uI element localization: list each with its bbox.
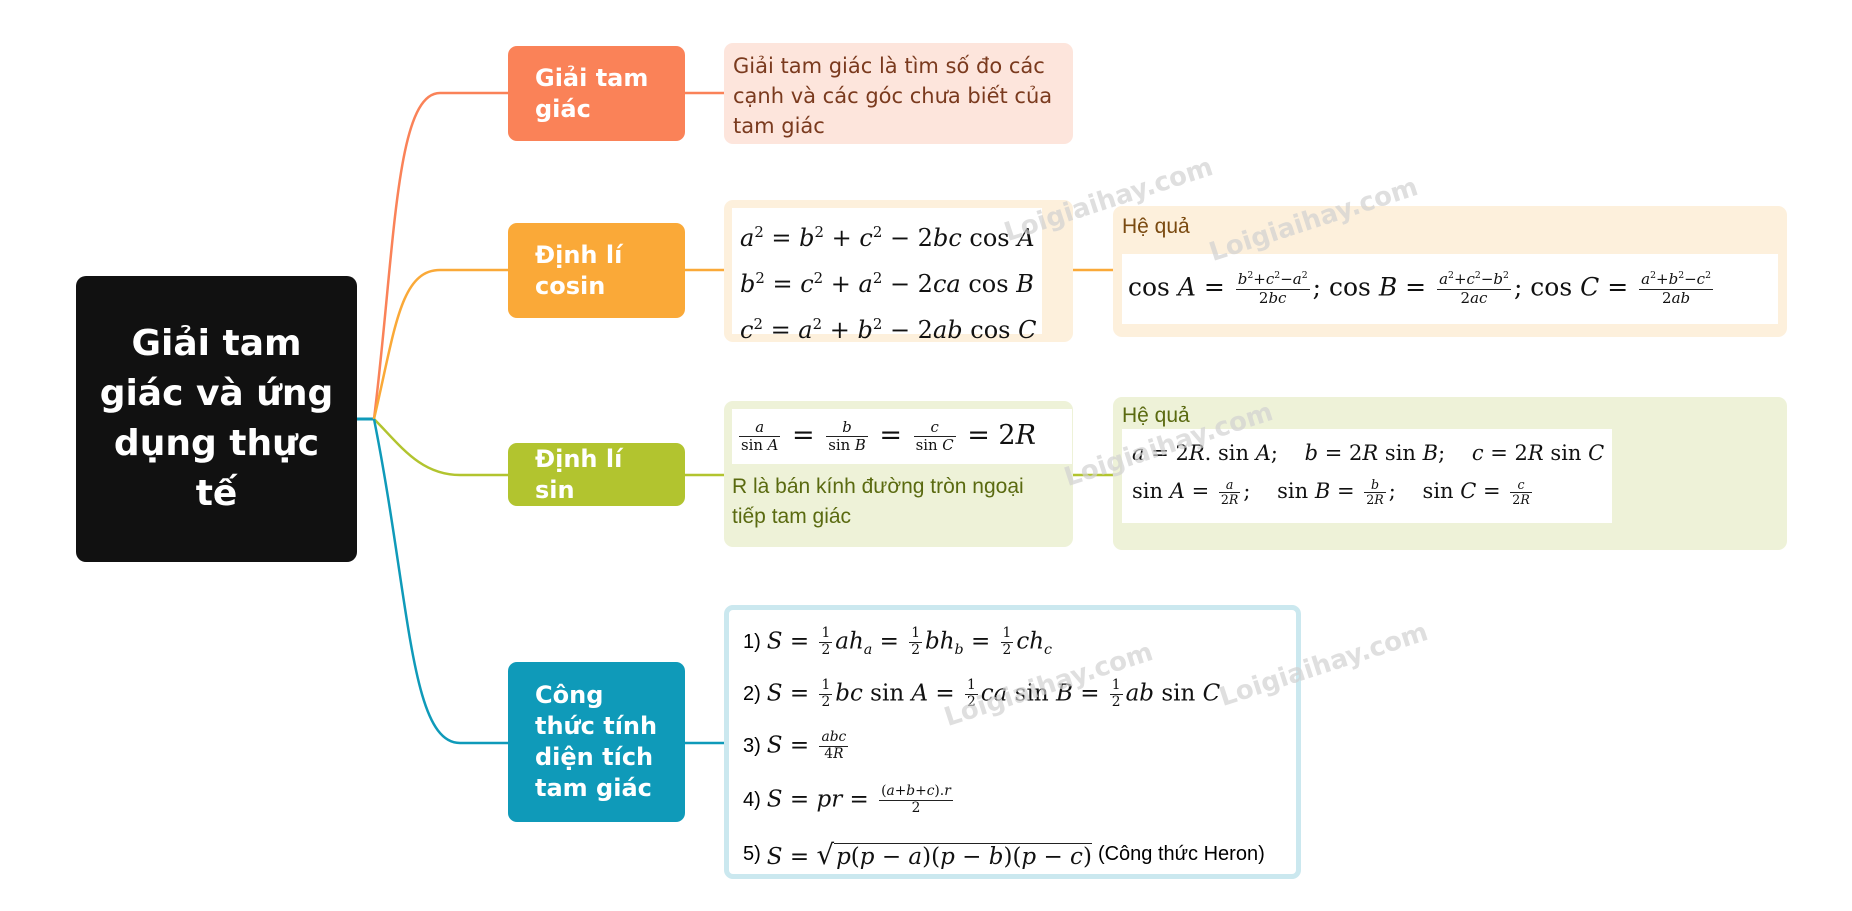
branch-sine-law: Định lí sin <box>508 443 685 506</box>
connector-cosin <box>372 268 508 420</box>
connector-area <box>372 418 508 745</box>
branch-label: Giải tam giác <box>535 63 649 123</box>
connector-sin <box>373 418 508 477</box>
sine-consequence-formula: a = 2R. sin A; b = 2R sin B; c = 2R sin … <box>1122 429 1612 523</box>
sine-consequence-box: Hệ quả a = 2R. sin A; b = 2R sin B; c = … <box>1113 397 1787 550</box>
consequence-label: Hệ quả <box>1122 215 1190 238</box>
heron-note: (Công thức Heron) <box>1097 842 1265 865</box>
consequence-label: Hệ quả <box>1122 404 1190 427</box>
branch-area-formulas: Công thức tính diện tích tam giác <box>508 662 685 822</box>
cosine-formula-b: b2 = c2 + a2 − 2ca cos B <box>740 269 1034 298</box>
branch-cosine-law: Định lí cosin <box>508 223 685 318</box>
cosine-formula-c: c2 = a2 + b2 − 2ab cos C <box>740 315 1037 344</box>
branch-label: Công thức tính diện tích tam giác <box>535 681 658 802</box>
branch-label: Định lí sin <box>535 444 623 504</box>
root-node: Giải tam giác và ứng dụng thực tế <box>76 276 357 562</box>
branch-label: Định lí cosin <box>535 240 623 300</box>
connector-definition <box>372 91 508 420</box>
branch-solve-triangle: Giải tam giác <box>508 46 685 141</box>
cosine-formulas-box: a2 = b2 + c2 − 2bc cos A b2 = c2 + a2 − … <box>724 200 1073 344</box>
sine-law-note: R là bán kính đường tròn ngoại tiếp tam … <box>732 475 1024 528</box>
definition-text: Giải tam giác là tìm số đo các cạnh và c… <box>733 54 1053 138</box>
definition-box: Giải tam giác là tìm số đo các cạnh và c… <box>724 43 1073 144</box>
area-formula-5: 5) S = √p(p − a)(p − b)(p − c) (Công thứ… <box>743 837 1265 871</box>
sine-consequence-line1: a = 2R. sin A; b = 2R sin B; c = 2R sin … <box>1132 441 1605 465</box>
cosine-formula-a: a2 = b2 + c2 − 2bc cos A <box>740 223 1035 252</box>
root-title: Giải tam giác và ứng dụng thực tế <box>99 323 334 514</box>
cosine-formulas: a2 = b2 + c2 − 2bc cos A b2 = c2 + a2 − … <box>732 208 1042 344</box>
